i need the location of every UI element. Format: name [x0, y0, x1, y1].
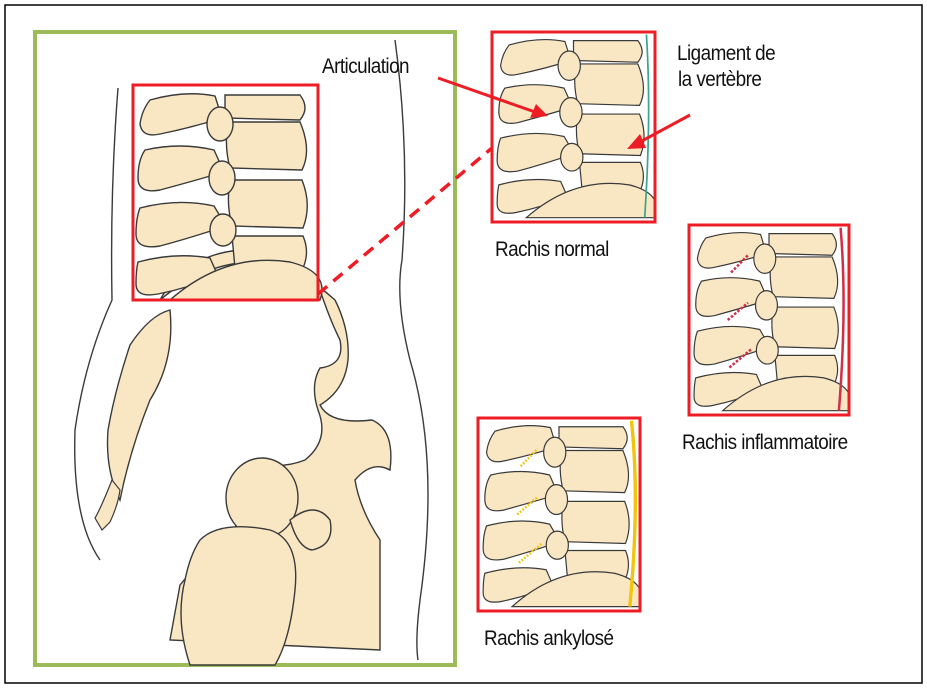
pelvis-spine-illustration — [75, 40, 428, 665]
inflammatory-spine-label: Rachis inflammatoire — [682, 430, 848, 456]
inflammatory-spine-inset — [689, 225, 851, 415]
ankylosed-spine-inset — [478, 418, 642, 611]
ankylosed-spine-label: Rachis ankylosé — [484, 626, 614, 652]
ligament-label-line2: la vertèbre — [678, 67, 761, 93]
normal-spine-inset — [492, 32, 657, 222]
ligament-label-line1: Ligament de — [677, 41, 775, 67]
normal-spine-label: Rachis normal — [495, 237, 609, 263]
articulation-label: Articulation — [322, 54, 409, 80]
